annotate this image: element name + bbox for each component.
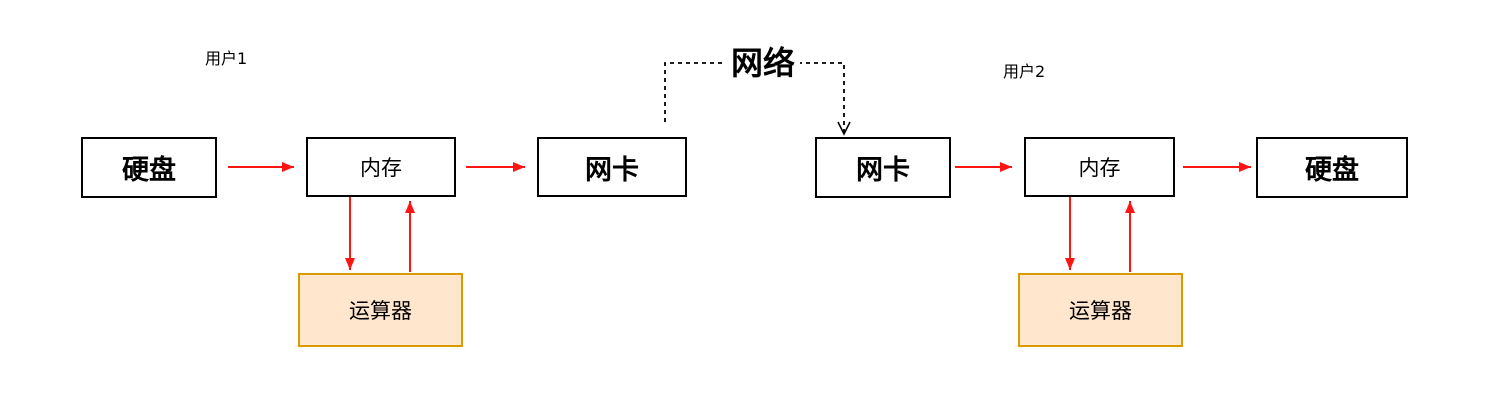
user2-label: 用户2 <box>1003 62 1046 81</box>
user1-label: 用户1 <box>205 49 248 68</box>
node-alu2: 运算器 <box>1018 273 1183 347</box>
node-nic1: 网卡 <box>537 137 687 197</box>
node-hdd1: 硬盘 <box>81 137 217 198</box>
node-alu1: 运算器 <box>298 273 463 347</box>
node-hdd2: 硬盘 <box>1256 137 1408 198</box>
node-mem1: 内存 <box>306 137 456 197</box>
network-label: 网络 <box>725 47 801 79</box>
node-nic2: 网卡 <box>815 137 951 198</box>
node-mem2: 内存 <box>1024 137 1175 197</box>
